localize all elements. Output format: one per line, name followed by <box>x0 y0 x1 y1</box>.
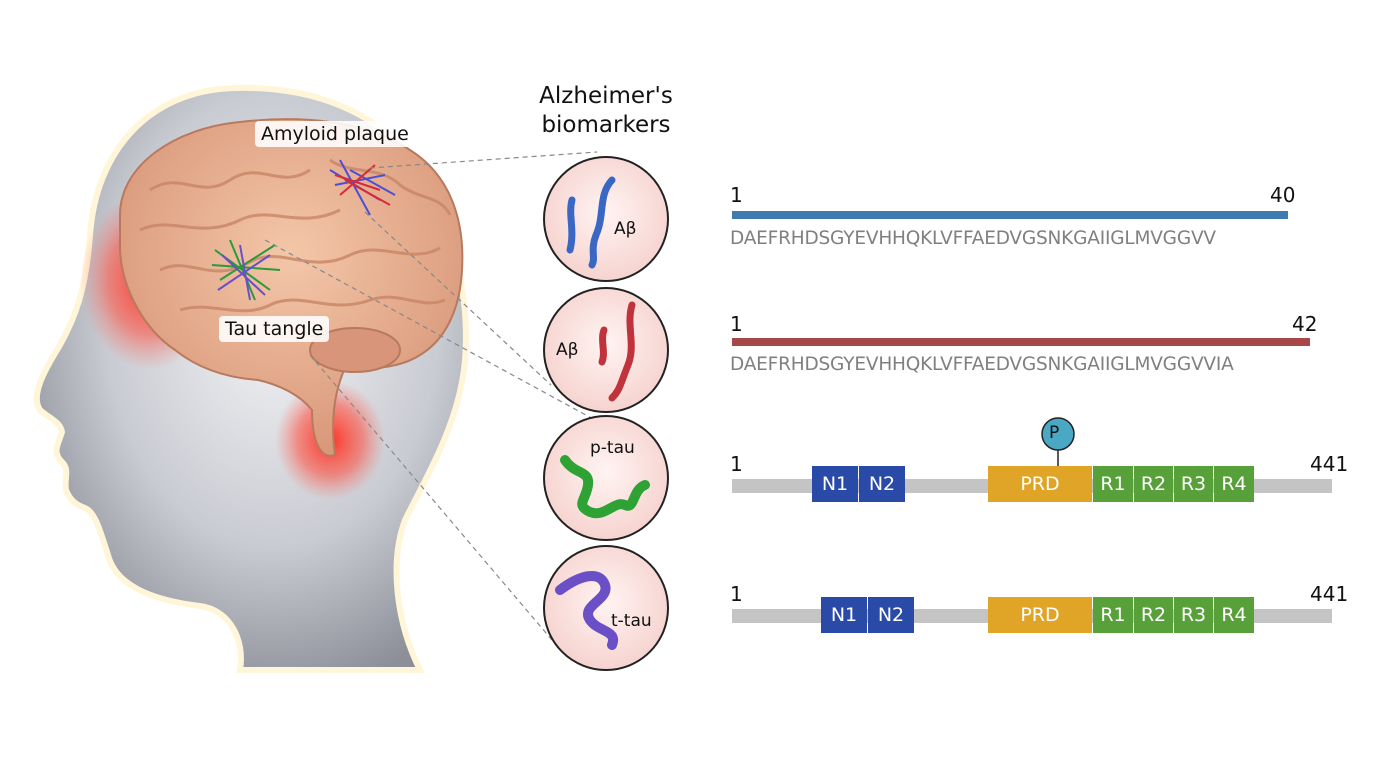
abeta40-end: 40 <box>1270 183 1296 207</box>
ttau-domain-n1: N1 <box>821 597 867 633</box>
abeta42-circle-label: Aβ <box>556 340 579 360</box>
title-line-1: Alzheimer's <box>539 83 673 109</box>
ptau-protein-icon <box>560 455 650 519</box>
ttau-domain-prd: PRD <box>988 597 1092 633</box>
ttau-start: 1 <box>730 582 743 606</box>
abeta42-fibril-icon-2 <box>608 301 636 402</box>
ttau-domain-r1: R1 <box>1093 597 1133 633</box>
abeta42-fibril-icon <box>598 326 608 366</box>
ptau-circle-label: p-tau <box>590 438 635 458</box>
abeta40-fibril-icon <box>566 196 576 254</box>
head-illustration <box>33 84 469 673</box>
ptau-domain-r3: R3 <box>1174 466 1213 502</box>
ttau-domain-n2: N2 <box>868 597 914 633</box>
abeta42-bar <box>732 338 1310 346</box>
ttau-end: 441 <box>1310 582 1349 606</box>
abeta42-backbone <box>732 338 1310 346</box>
abeta40-sequence: DAEFRHDSGYEVHHQKLVFFAEDVGSNKGAIIGLMVGGVV <box>730 228 1216 249</box>
ttau-domain-r2: R2 <box>1134 597 1173 633</box>
abeta40-circle <box>543 156 669 282</box>
ptau-end: 441 <box>1310 452 1349 476</box>
tau-tangle-cluster <box>211 239 281 301</box>
abeta40-backbone <box>732 211 1288 219</box>
phospho-site-icon <box>1041 417 1075 451</box>
biomarker-circles <box>543 156 669 671</box>
ptau-domain-prd: PRD <box>988 466 1092 502</box>
abeta40-bar <box>732 211 1288 219</box>
connector-lines <box>264 151 598 641</box>
ttau-domain-r4: R4 <box>1214 597 1254 633</box>
ttau-circle-label: t-tau <box>611 611 652 631</box>
amyloid-plaque-label: Amyloid plaque <box>255 121 415 147</box>
abeta40-fibril-icon-2 <box>588 176 616 269</box>
ptau-domain-n1: N1 <box>812 466 858 502</box>
abeta42-end: 42 <box>1292 312 1318 336</box>
ttau-circle <box>543 545 669 671</box>
ptau-domain-r1: R1 <box>1093 466 1133 502</box>
ttau-protein-icon <box>555 571 618 650</box>
ttau-domain-r3: R3 <box>1174 597 1213 633</box>
ptau-domain-n2: N2 <box>859 466 905 502</box>
abeta40-start: 1 <box>730 183 743 207</box>
tau-tangle-label: Tau tangle <box>219 316 330 342</box>
ptau-start: 1 <box>730 452 743 476</box>
amyloid-plaque-cluster <box>329 159 396 216</box>
figure-title: Alzheimer's biomarkers <box>521 82 691 140</box>
abeta42-start: 1 <box>730 312 743 336</box>
abeta42-sequence: DAEFRHDSGYEVHHQKLVFFAEDVGSNKGAIIGLMVGGVV… <box>730 354 1234 375</box>
ptau-circle <box>543 415 669 541</box>
phospho-label: P <box>1049 423 1060 443</box>
title-line-2: biomarkers <box>541 112 671 138</box>
abeta40-circle-label: Aβ <box>614 219 637 239</box>
ptau-domain-r4: R4 <box>1214 466 1254 502</box>
ptau-domain-r2: R2 <box>1134 466 1173 502</box>
cerebellum <box>309 327 401 373</box>
